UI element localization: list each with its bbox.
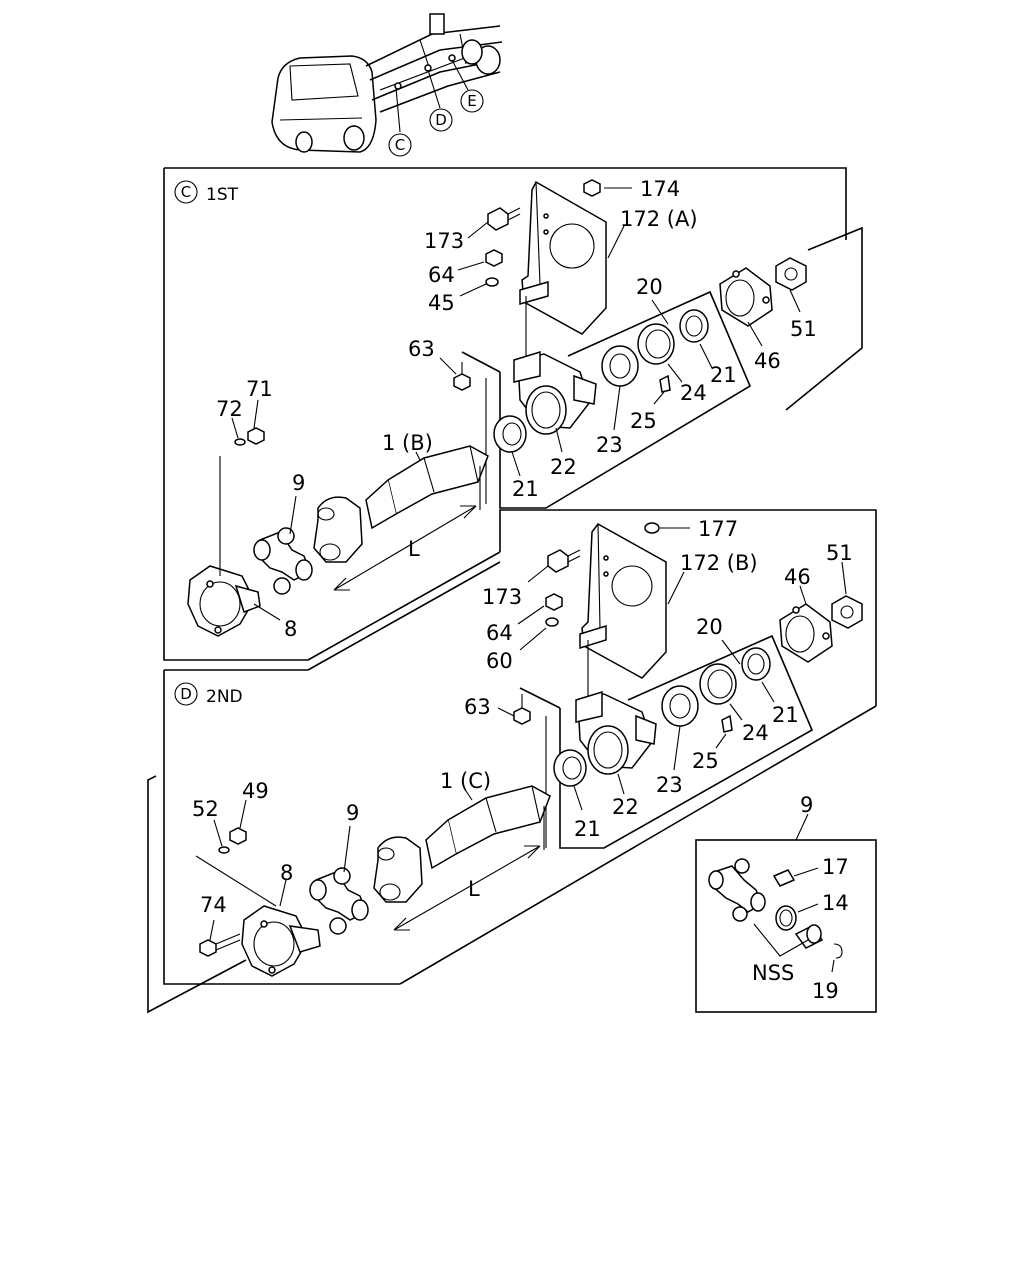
label-74: 74 (200, 893, 227, 917)
section-2nd-marker: D (180, 685, 192, 703)
label-21-1st-right: 21 (710, 363, 737, 387)
label-9-1st: 9 (292, 471, 305, 495)
label-52: 52 (192, 797, 219, 821)
label-25-1st: 25 (630, 409, 657, 433)
label-1c: 1 (C) (440, 769, 491, 793)
label-22-2nd: 22 (612, 795, 639, 819)
label-46-2nd: 46 (784, 565, 811, 589)
label-8-2nd: 8 (280, 861, 293, 885)
label-24-1st: 24 (680, 381, 707, 405)
label-174: 174 (640, 177, 680, 201)
label-22-1st: 22 (550, 455, 577, 479)
truck-overview: C D E (271, 13, 503, 157)
label-46-1st: 46 (754, 349, 781, 373)
label-64-2nd: 64 (486, 621, 513, 645)
label-173-1st: 173 (424, 229, 464, 253)
label-172a: 172 (A) (620, 207, 698, 231)
label-72: 72 (216, 397, 243, 421)
label-177: 177 (698, 517, 738, 541)
label-173-2nd: 173 (482, 585, 522, 609)
label-63-1st: 63 (408, 337, 435, 361)
label-25-2nd: 25 (692, 749, 719, 773)
marker-c: C (395, 136, 405, 154)
label-71: 71 (246, 377, 273, 401)
section-1st: C 1ST (163, 167, 863, 671)
label-51-1st: 51 (790, 317, 817, 341)
label-45: 45 (428, 291, 455, 315)
label-9-2nd: 9 (346, 801, 359, 825)
label-20-1st: 20 (636, 275, 663, 299)
label-20-2nd: 20 (696, 615, 723, 639)
label-63-2nd: 63 (464, 695, 491, 719)
label-21-2nd-left: 21 (574, 817, 601, 841)
label-51-2nd: 51 (826, 541, 853, 565)
inset-label-9: 9 (800, 793, 813, 817)
inset-label-19: 19 (812, 979, 839, 1003)
section-2nd: D 2ND (147, 509, 877, 1014)
label-8-1st: 8 (284, 617, 297, 641)
section-1st-title: 1ST (206, 185, 239, 205)
inset-label-14: 14 (822, 891, 849, 915)
label-49: 49 (242, 779, 269, 803)
dimension-l-2nd: L (468, 877, 480, 901)
inset-universal-joint: 9 17 14 19 NSS (695, 793, 877, 1013)
label-64-1st: 64 (428, 263, 455, 287)
label-23-2nd: 23 (656, 773, 683, 797)
labels-1st: 174 173 172 (A) 64 45 20 51 46 63 21 24 … (216, 177, 817, 641)
label-60: 60 (486, 649, 513, 673)
section-2nd-title: 2ND (206, 687, 243, 707)
labels-2nd: 177 173 172 (B) 51 46 64 60 20 63 21 24 … (192, 517, 853, 941)
label-21-2nd-right: 21 (772, 703, 799, 727)
label-172b: 172 (B) (680, 551, 758, 575)
marker-e: E (467, 92, 476, 110)
section-1st-marker: C (181, 183, 191, 201)
inset-label-nss: NSS (752, 961, 794, 985)
label-24-2nd: 24 (742, 721, 769, 745)
dimension-l-1st: L (408, 537, 420, 561)
inset-label-17: 17 (822, 855, 849, 879)
label-1b: 1 (B) (382, 431, 433, 455)
label-23-1st: 23 (596, 433, 623, 457)
marker-d: D (435, 111, 447, 129)
label-21-1st-left: 21 (512, 477, 539, 501)
